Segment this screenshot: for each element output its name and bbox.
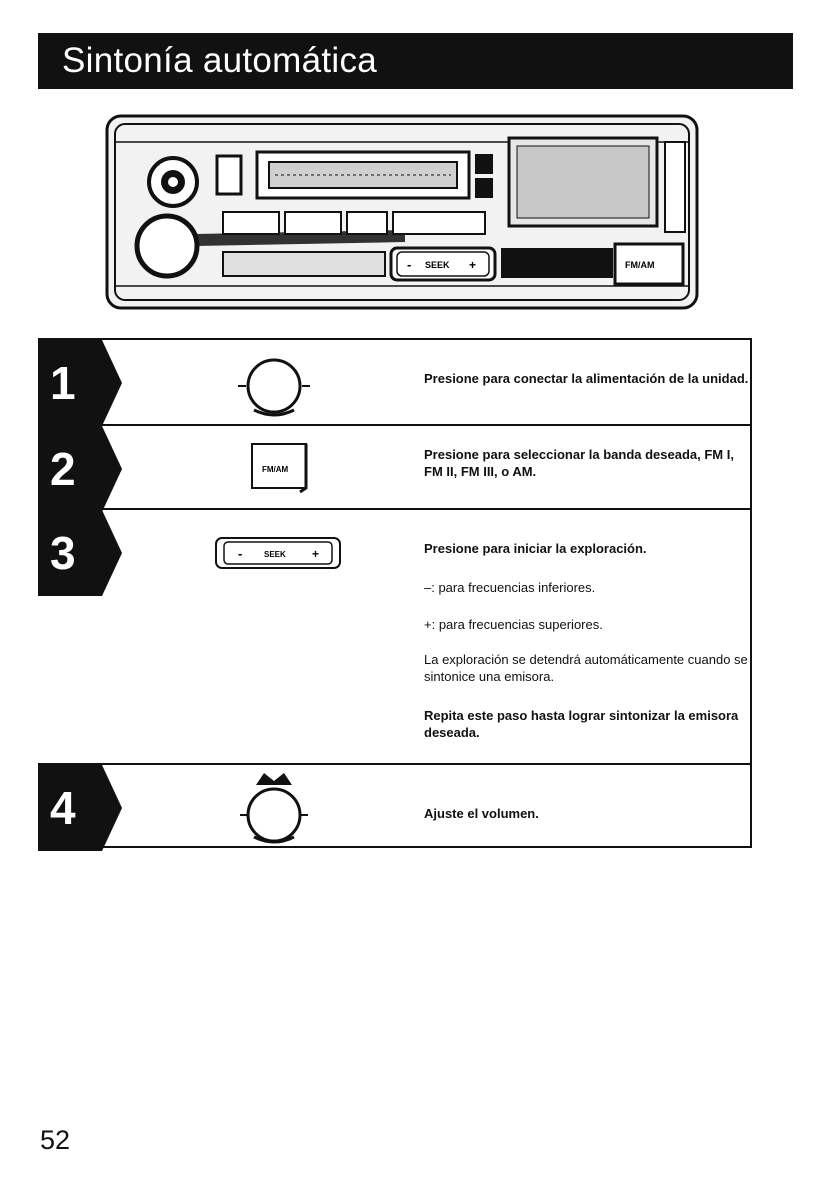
step-3-line-1: Presione para iniciar la exploración.: [424, 541, 647, 556]
step-4: 4 Ajuste el volumen.: [38, 763, 754, 851]
step-number-badge: 1: [38, 340, 138, 426]
seek-label: SEEK: [425, 260, 450, 270]
seek-minus: -: [238, 546, 242, 561]
step-2: 2 FM/AM Presione para seleccionar la ban…: [38, 424, 754, 512]
step-1-line-1: Presione para conectar la alimentación d…: [424, 371, 749, 386]
step-3-line-2: –: para frecuencias inferiores.: [424, 580, 596, 595]
seek-minus-label: -: [407, 257, 411, 272]
step-number: 4: [50, 782, 76, 834]
step-4-text: Ajuste el volumen.: [424, 805, 754, 837]
step-number-badge: 3: [38, 510, 138, 596]
fmam-button-icon: FM/AM: [250, 442, 310, 499]
fmam-button-label: FM/AM: [262, 465, 289, 474]
page-title: Sintonía automática: [38, 33, 793, 89]
step-3: 3 - SEEK + Presione para iniciar la expl…: [38, 508, 752, 763]
step-3-line-3: +: para frecuencias superiores.: [424, 617, 603, 632]
seek-button-icon: - SEEK +: [214, 534, 344, 579]
step-number-badge: 2: [38, 426, 138, 512]
step-2-text: Presione para seleccionar la banda desea…: [424, 446, 754, 495]
fmam-label: FM/AM: [625, 260, 655, 270]
step-number: 3: [50, 527, 76, 579]
car-radio-drawing: - SEEK + FM/AM: [105, 114, 699, 310]
step-1: 1 Presione para conectar la alimentación…: [38, 338, 754, 426]
power-knob-icon: [234, 350, 314, 423]
car-radio-illustration: - SEEK + FM/AM: [105, 112, 699, 312]
step-number-badge: 4: [38, 765, 138, 851]
step-3-text: Presione para iniciar la exploración. –:…: [424, 540, 754, 756]
step-3-line-4: La exploración se detendrá automáticamen…: [424, 652, 748, 684]
seek-button-label: SEEK: [264, 550, 286, 559]
page-number: 52: [40, 1125, 71, 1155]
step-3-line-5: Repita este paso hasta lograr sintonizar…: [424, 708, 739, 740]
step-1-text: Presione para conectar la alimentación d…: [424, 370, 754, 402]
step-4-line-1: Ajuste el volumen.: [424, 806, 539, 821]
volume-knob-icon: [234, 771, 314, 852]
step-number: 2: [50, 443, 76, 495]
seek-plus: +: [312, 547, 319, 561]
step-2-line-1: Presione para seleccionar la banda desea…: [424, 447, 734, 479]
steps-panel: 1 Presione para conectar la alimentación…: [38, 338, 754, 851]
step-number: 1: [50, 357, 76, 409]
seek-plus-label: +: [469, 258, 476, 272]
